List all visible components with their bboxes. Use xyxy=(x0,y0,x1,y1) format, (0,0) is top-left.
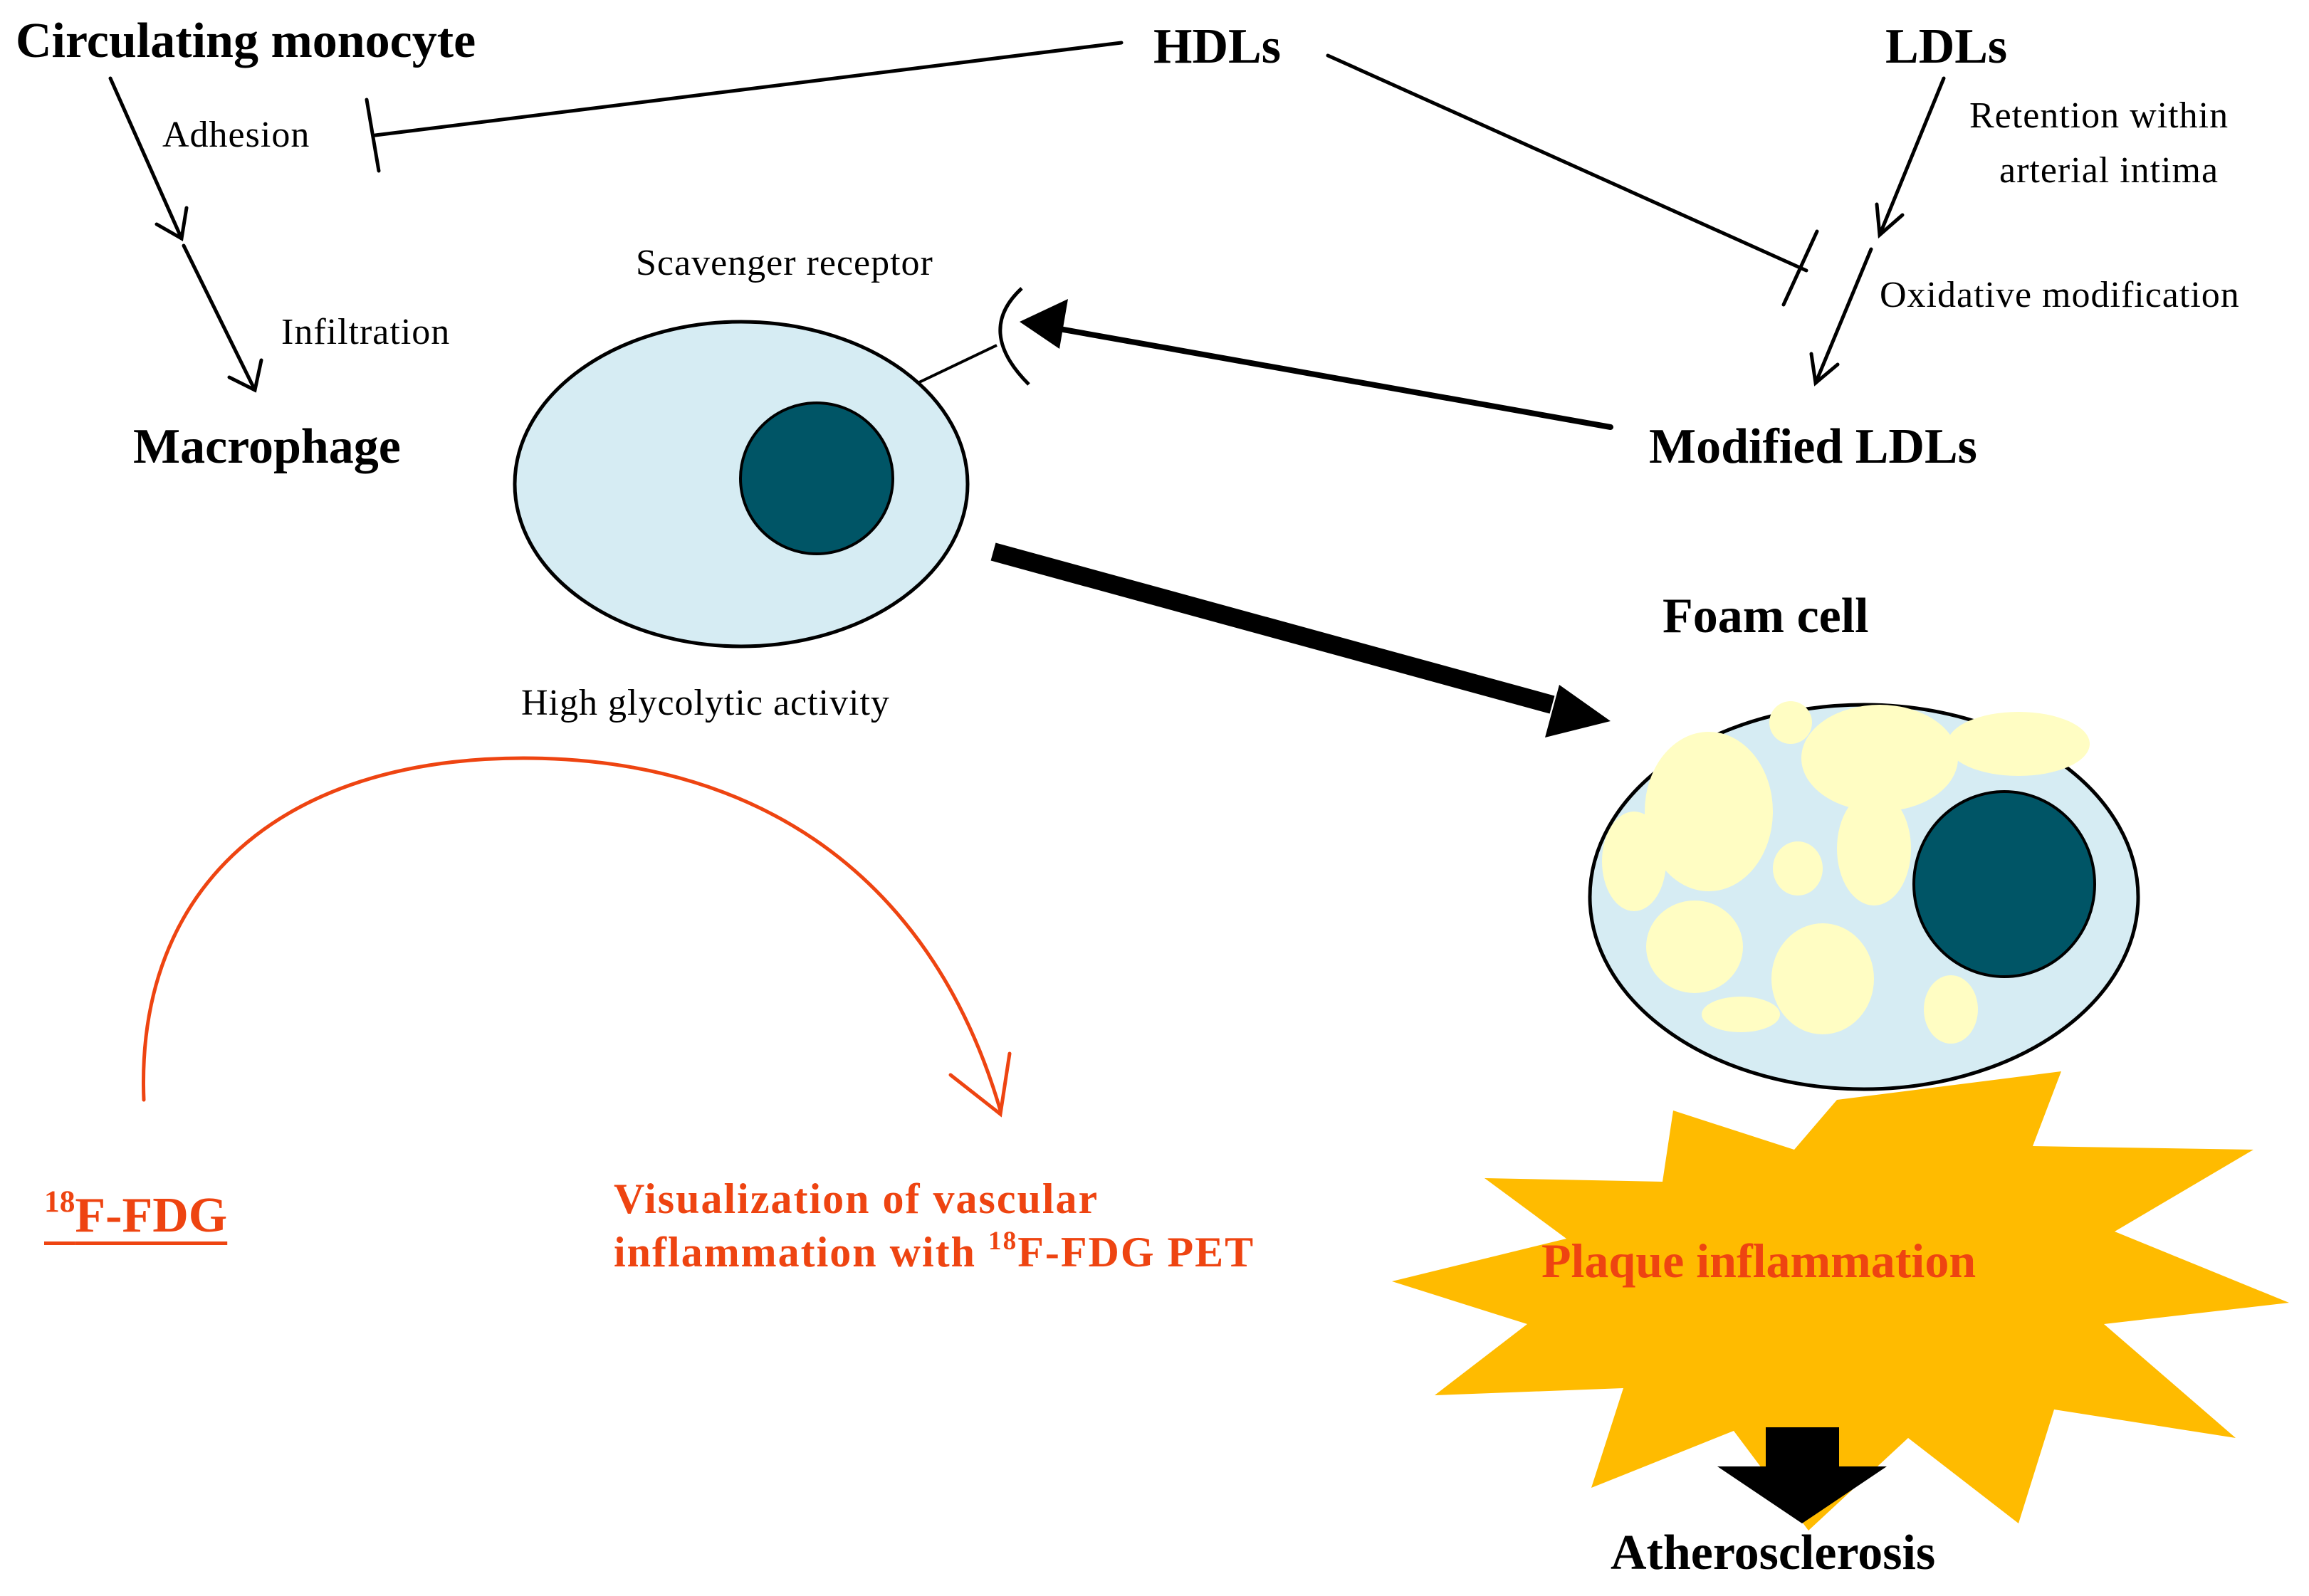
monocyte-to-macrophage-arrow xyxy=(108,76,263,393)
oxidative-modification-label: Oxidative modification xyxy=(1880,275,2240,315)
macrophage-to-foam-cell-arrow xyxy=(990,542,1611,737)
infiltration-label: Infiltration xyxy=(281,312,451,352)
macrophage-nucleus xyxy=(739,401,894,555)
visualization-line2-sup: 18 xyxy=(988,1226,1018,1256)
hdl-inhibits-oxidation xyxy=(1326,53,1819,307)
high-glycolytic-activity-label: High glycolytic activity xyxy=(521,683,890,723)
ldl-to-modified-ldl-arrow xyxy=(1809,76,1946,387)
retention-label-line1: Retention within xyxy=(1969,95,2229,136)
foam-cell xyxy=(1588,701,2140,1091)
fdg-tracer-name: F-FDG xyxy=(75,1188,228,1243)
modified-ldls-label: Modified LDLs xyxy=(1649,419,1977,474)
visualization-line2: inflammation with 18F-FDG PET xyxy=(614,1228,1255,1277)
hdl-inhibits-adhesion xyxy=(365,41,1124,173)
visualization-line1: Visualization of vascular xyxy=(614,1175,1099,1222)
atherosclerosis-label: Atherosclerosis xyxy=(1611,1526,1936,1580)
visualization-label: Visualization of vascular inflammation w… xyxy=(614,1175,1255,1277)
visualization-line2-suffix: F-FDG PET xyxy=(1017,1229,1255,1276)
adhesion-label: Adhesion xyxy=(162,115,310,155)
scavenger-receptor-label: Scavenger receptor xyxy=(636,243,933,283)
visualization-line2-prefix: inflammation with xyxy=(614,1229,989,1276)
circulating-monocyte-label: Circulating monocyte xyxy=(16,14,476,68)
fdg-uptake-arc xyxy=(142,756,1012,1118)
ldls-label: LDLs xyxy=(1885,19,2008,74)
retention-label-line2: arterial intima xyxy=(1999,150,2219,191)
scavenger-receptor-icon xyxy=(998,287,1030,386)
plaque-inflammation-burst xyxy=(1392,1071,2289,1531)
macrophage-cell xyxy=(513,287,1030,649)
modified-ldl-to-receptor-arrow xyxy=(1020,299,1613,430)
plaque-to-atherosclerosis-arrow xyxy=(1717,1427,1887,1523)
macrophage-label: Macrophage xyxy=(133,419,401,474)
foam-cell-nucleus xyxy=(1912,790,2096,978)
hdls-label: HDLs xyxy=(1153,19,1281,74)
foam-cell-label: Foam cell xyxy=(1663,589,1869,644)
lipid-droplets xyxy=(1602,701,2090,1044)
plaque-inflammation-label: Plaque inflammation xyxy=(1541,1234,1976,1288)
fdg-tracer-label: 18F-FDG xyxy=(44,1184,228,1245)
fdg-tracer-sup: 18 xyxy=(44,1184,75,1219)
